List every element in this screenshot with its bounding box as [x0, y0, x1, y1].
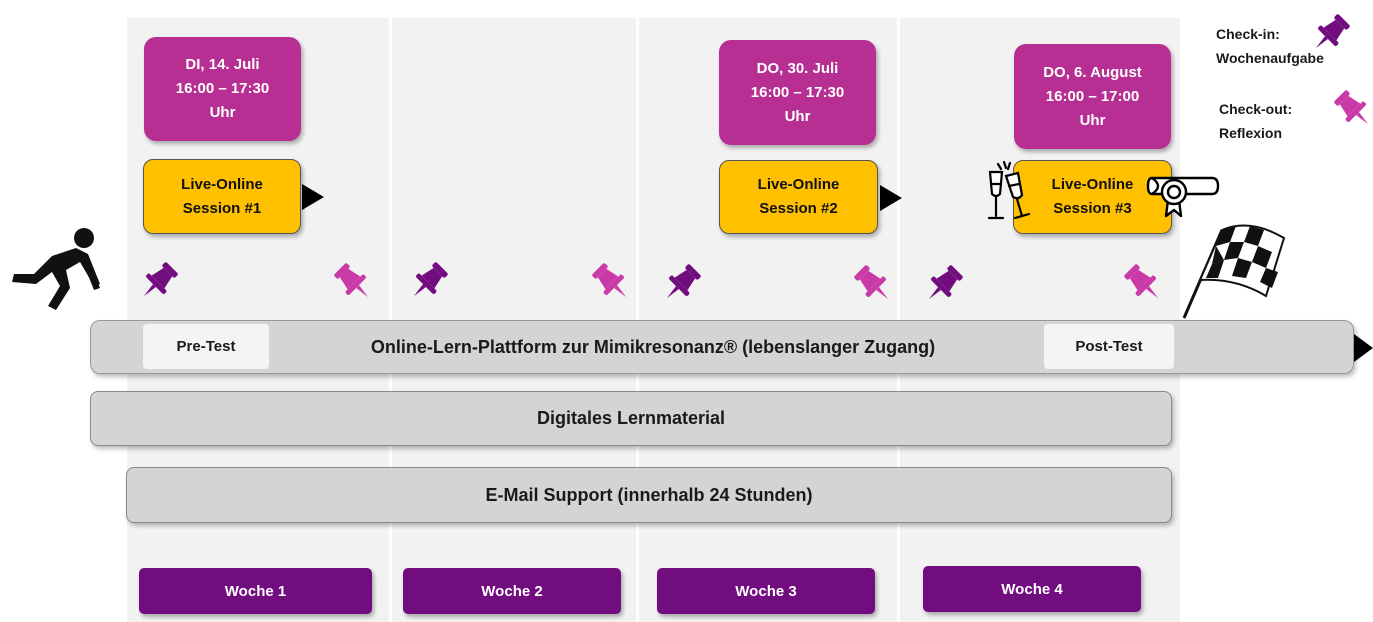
checkered-flag-icon — [1182, 224, 1286, 319]
session-2-box: Live-Online Session #2 — [719, 160, 878, 234]
session-1-label-line2: Session #1 — [182, 199, 262, 217]
session-3-date-line3: Uhr — [1079, 111, 1106, 129]
week-1-checkin-pushpin-icon — [143, 262, 178, 297]
session-1-date: DI, 14. Juli 16:00 – 17:30 Uhr — [144, 37, 301, 141]
session-1-date-line2: 16:00 – 17:30 — [175, 80, 270, 97]
post-test-label: Post-Test — [1044, 324, 1174, 369]
session-2-label-line2: Session #2 — [759, 200, 838, 217]
pre-test-label: Pre-Test — [143, 324, 269, 369]
week-4-checkout-pushpin-icon — [1124, 264, 1159, 299]
session-3-label-line1: Live-Online — [1051, 176, 1134, 193]
week-3-label: Woche 3 — [657, 568, 875, 614]
legend-checkin: Check-in: Wochenaufgabe — [1216, 22, 1324, 70]
session-3-date-line1: DO, 6. August — [1043, 63, 1142, 81]
session-2-date-line2: 16:00 – 17:30 — [750, 83, 845, 101]
runner-icon — [12, 228, 100, 310]
week-3-checkin-pushpin-icon — [666, 264, 701, 299]
session-1-arrow-icon — [302, 184, 324, 210]
legend-checkin-pushpin-icon — [1315, 14, 1350, 49]
week-4-label: Woche 4 — [923, 566, 1141, 612]
support-bar: E-Mail Support (innerhalb 24 Stunden) — [126, 467, 1172, 523]
session-3-label-line2: Session #3 — [1053, 200, 1132, 217]
session-3-box: Live-Online Session #3 — [1013, 160, 1172, 234]
session-2-date: DO, 30. Juli 16:00 – 17:30 Uhr — [719, 40, 876, 145]
session-2-arrow-icon — [880, 185, 902, 211]
session-2-date-line1: DO, 30. Juli — [756, 59, 839, 77]
certificate-icon — [1146, 176, 1220, 218]
legend-checkin-line2: Wochenaufgabe — [1216, 50, 1324, 66]
week-2-checkin-pushpin-icon — [413, 262, 448, 297]
champagne-icon — [987, 160, 1031, 220]
week-2-checkout-pushpin-icon — [592, 263, 627, 298]
legend-checkout-line1: Check-out: — [1219, 101, 1293, 117]
week-1-checkout-pushpin-icon — [334, 263, 369, 298]
legend-checkout-pushpin-icon — [1334, 90, 1369, 125]
material-bar: Digitales Lernmaterial — [90, 391, 1172, 446]
legend-checkout: Check-out: Reflexion — [1219, 97, 1292, 145]
legend-checkout-line2: Reflexion — [1219, 125, 1283, 141]
platform-label: Online-Lern-Plattform zur Mimikresonanz®… — [370, 336, 936, 357]
session-2-date-line3: Uhr — [784, 107, 811, 125]
session-2-label-line1: Live-Online — [757, 176, 840, 193]
session-1-date-line1: DI, 14. Juli — [185, 56, 260, 73]
week-2-label: Woche 2 — [403, 568, 621, 614]
week-4-checkin-pushpin-icon — [928, 265, 963, 300]
session-1-label-line1: Live-Online — [181, 175, 263, 193]
session-3-date-line2: 16:00 – 17:00 — [1045, 87, 1140, 105]
session-1-box: Live-Online Session #1 — [143, 159, 301, 234]
week-1-label: Woche 1 — [139, 568, 372, 614]
session-1-date-line3: Uhr — [209, 104, 236, 121]
platform-arrow-icon — [1354, 334, 1373, 362]
legend-checkin-line1: Check-in: — [1216, 26, 1280, 42]
week-3-checkout-pushpin-icon — [854, 265, 889, 300]
session-3-date: DO, 6. August 16:00 – 17:00 Uhr — [1014, 44, 1171, 149]
